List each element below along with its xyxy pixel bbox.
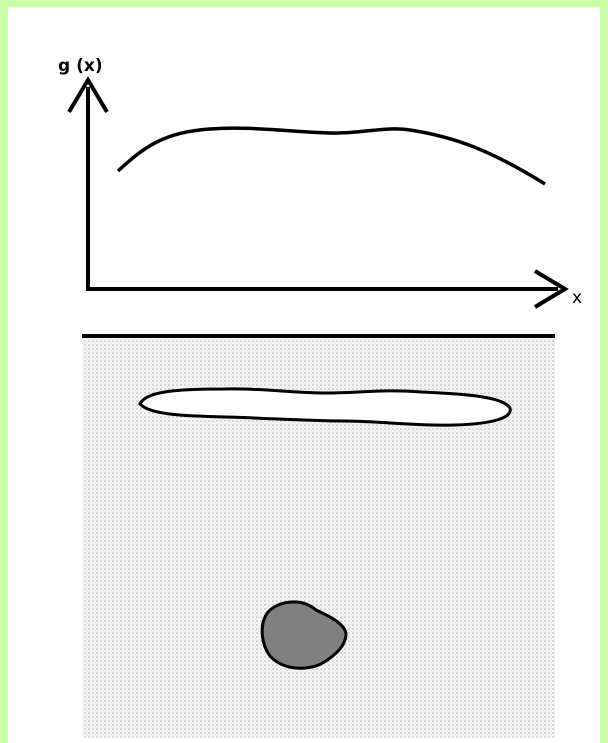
x-axis-label: x <box>572 288 582 308</box>
gravity-curve <box>118 128 545 184</box>
y-axis-label: g (x) <box>58 56 103 76</box>
